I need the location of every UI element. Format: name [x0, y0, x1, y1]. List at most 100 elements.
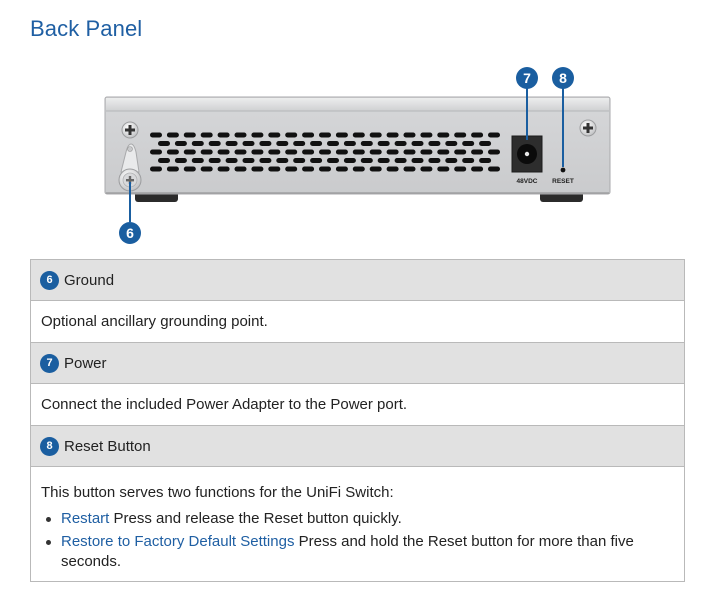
vent-slot	[166, 149, 179, 155]
callout-badge-6: 6	[119, 222, 141, 244]
term-description: Press and hold the Reset button for more…	[61, 533, 634, 570]
vent-slot	[335, 149, 348, 155]
item-description: Optional ancillary grounding point.	[41, 313, 268, 330]
vent-slot	[217, 132, 230, 138]
vent-slot	[293, 158, 306, 163]
vent-slot	[454, 132, 467, 138]
callout-badge-8: 8	[552, 67, 574, 89]
vent-slot	[310, 141, 323, 146]
power-port	[511, 135, 543, 173]
reset-label: RESET	[552, 178, 574, 185]
vent-slot	[319, 149, 331, 155]
item-title: Ground	[64, 271, 115, 289]
device-chassis	[104, 96, 611, 195]
vent-slot	[276, 158, 289, 163]
vent-slot	[276, 141, 289, 146]
svg-text:8: 8	[559, 70, 567, 86]
vent-slot	[251, 149, 264, 155]
vent-slot	[251, 132, 264, 138]
callout-badge-7: 7	[516, 67, 538, 89]
vent-slot	[462, 141, 475, 146]
vent-slot	[335, 132, 348, 138]
vent-slot	[327, 141, 339, 146]
vent-slot	[150, 149, 162, 155]
vent-slot	[183, 149, 196, 155]
item-intro: This button serves two functions for the…	[41, 484, 394, 501]
vent-slot	[437, 166, 450, 172]
ground-lug	[118, 143, 142, 192]
svg-text:6: 6	[126, 225, 134, 241]
vent-slot	[479, 141, 492, 146]
screw-icon	[579, 119, 597, 137]
term-description: Press and release the Reset button quick…	[109, 510, 402, 527]
vent-slot	[285, 166, 298, 172]
vent-slot	[183, 166, 196, 172]
vent-slot	[158, 158, 170, 163]
vent-slot	[335, 166, 348, 172]
vent-slot	[268, 149, 281, 155]
vent-slot	[225, 141, 238, 146]
svg-text:7: 7	[523, 70, 531, 86]
vent-slot	[200, 166, 213, 172]
vent-slot	[234, 149, 247, 155]
vent-slot	[386, 166, 399, 172]
vent-slot	[411, 141, 424, 146]
vent-slot	[217, 166, 230, 172]
number-badge: 6	[40, 270, 59, 290]
vent-slot	[420, 149, 433, 155]
vent-slot	[420, 166, 433, 172]
table-row-header-reset: 8 Reset Button	[31, 426, 684, 467]
vent-slot	[360, 158, 373, 163]
vent-slot	[428, 141, 441, 146]
vent-slot	[268, 166, 281, 172]
vent-slot	[454, 149, 467, 155]
vent-slot	[158, 141, 170, 146]
vent-slot	[242, 141, 255, 146]
vent-slot	[403, 132, 416, 138]
item-title: Reset Button	[64, 437, 151, 455]
vent-slot	[454, 166, 467, 172]
vent-slot	[234, 166, 247, 172]
vent-slot	[259, 158, 272, 163]
vent-slot	[369, 149, 382, 155]
vent-slot	[479, 158, 492, 163]
vent-slot	[352, 149, 365, 155]
vent-slot	[200, 149, 213, 155]
table-row-desc-reset: This button serves two functions for the…	[31, 467, 684, 581]
vent-slot	[191, 141, 204, 146]
vent-slot	[268, 132, 281, 138]
vent-slot	[471, 166, 484, 172]
vent-slot	[285, 149, 298, 155]
vent-slot	[200, 132, 213, 138]
number-badge: 8	[40, 436, 59, 456]
vent-slot	[174, 158, 187, 163]
vent-slot	[386, 149, 399, 155]
term-restart: Restart	[61, 510, 110, 527]
vent-slot	[183, 132, 196, 138]
vent-slot	[150, 166, 162, 172]
screw-icon	[121, 121, 139, 139]
vent-slot	[488, 149, 500, 155]
vent-slot	[394, 158, 407, 163]
item-description: Connect the included Power Adapter to th…	[41, 396, 408, 413]
term-factory-reset: Restore to Factory Default Settings	[61, 533, 295, 550]
vent-slot	[191, 158, 204, 163]
vent-slot	[445, 141, 458, 146]
vent-slot	[302, 166, 315, 172]
vent-slot	[150, 132, 162, 138]
vent-slot	[369, 166, 382, 172]
vent-slot	[403, 149, 416, 155]
vent-slot	[319, 166, 331, 172]
vent-slot	[471, 149, 484, 155]
table-row-desc-power: Connect the included Power Adapter to th…	[31, 384, 684, 426]
vent-slot	[471, 132, 484, 138]
vent-slot	[403, 166, 416, 172]
section-title: Back Panel	[30, 16, 143, 41]
vent-slot	[437, 149, 450, 155]
vent-slot	[174, 141, 187, 146]
vent-slot	[166, 132, 179, 138]
vent-slot	[343, 141, 356, 146]
reset-functions-list: Restart Press and release the Reset butt…	[41, 509, 674, 572]
back-panel-figure: 48VDC RESET 6 7	[0, 0, 703, 255]
